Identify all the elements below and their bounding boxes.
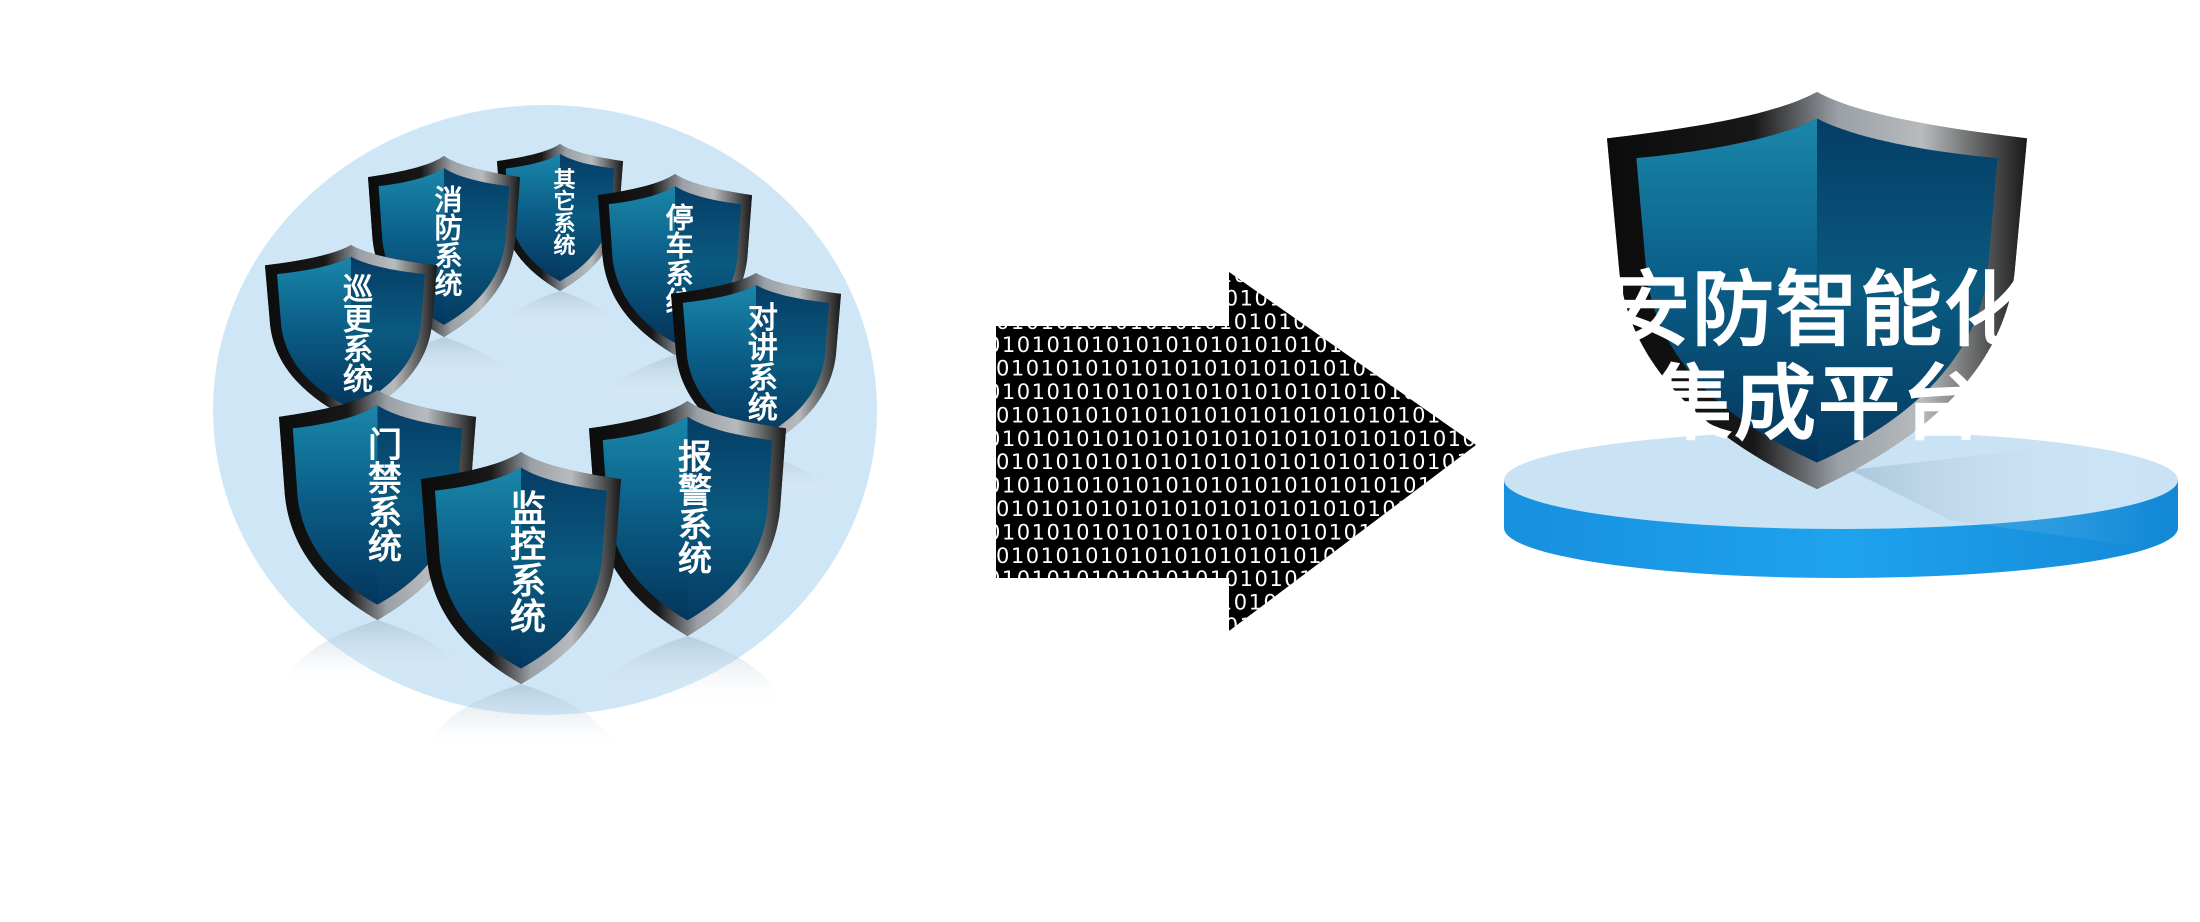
binary-row: 0101010101010101010101010101010101010101	[996, 450, 1590, 474]
platform-title-line2: 集成平台	[1649, 356, 1986, 452]
shield-label-alarm: 报警系统	[671, 439, 711, 575]
binary-row: 0101010101010101010101010101010101010101	[987, 380, 1581, 404]
binary-row: 0101010101010101010101010101010101010101	[996, 263, 1590, 287]
binary-row: 0101010101010101010101010101010101010101	[987, 520, 1581, 544]
shield-access: 门禁系统	[279, 390, 476, 620]
binary-row: 0101010101010101010101010101010101010101	[987, 661, 1581, 685]
binary-row: 0101010101010101010101010101010101010101	[987, 474, 1581, 498]
shield-label-fire: 消防系统	[431, 185, 464, 297]
shield-other: 其它系统	[497, 144, 623, 291]
binary-row: 0101010101010101010101010101010101010101	[987, 754, 1581, 778]
binary-row: 0101010101010101010101010101010101010101	[987, 333, 1581, 357]
shield-label-monitor: 监控系统	[504, 489, 546, 633]
shield-fire: 消防系统	[368, 156, 520, 337]
binary-row: 0101010101010101010101010101010101010101	[987, 427, 1581, 451]
binary-row: 0101010101010101010101010101010101010101	[996, 357, 1590, 381]
shield-intercom: 对讲系统	[671, 273, 841, 452]
shield-label-access: 门禁系统	[361, 427, 401, 563]
platform-title-line1: 安防智能化	[1608, 262, 2028, 358]
shield-alarm: 报警系统	[589, 401, 786, 636]
binary-row: 0101010101010101010101010101010101010101	[987, 708, 1581, 732]
binary-row: 0101010101010101010101010101010101010101	[987, 614, 1581, 638]
shield-label-other: 其它系统	[550, 168, 576, 256]
shield-label-patrol: 巡更系统	[337, 273, 373, 394]
binary-row: 0101010101010101010101010101010101010101	[987, 567, 1581, 591]
binary-row: 0101010101010101010101010101010101010101	[996, 497, 1590, 521]
binary-arrow-icon: 0101010101010101010101010101010101010101…	[987, 263, 1590, 778]
binary-row: 0101010101010101010101010101010101010101	[996, 684, 1590, 708]
binary-row: 0101010101010101010101010101010101010101	[996, 637, 1590, 661]
binary-row: 0101010101010101010101010101010101010101	[996, 544, 1590, 568]
shield-label-intercom: 对讲系统	[742, 302, 778, 423]
shield-patrol: 巡更系统	[265, 245, 437, 420]
binary-row: 0101010101010101010101010101010101010101	[996, 310, 1590, 334]
shield-monitor: 监控系统	[421, 452, 621, 684]
binary-row: 0101010101010101010101010101010101010101	[987, 286, 1581, 310]
binary-row: 0101010101010101010101010101010101010101	[996, 591, 1590, 615]
binary-row: 0101010101010101010101010101010101010101	[996, 731, 1590, 755]
pedestal	[1504, 431, 2178, 578]
subsystems-group: 其它系统消防系统停车系统巡更系统对讲系统门禁系统报警系统监控系统	[213, 105, 877, 754]
integration-platform: 安防智能化 集成平台	[1504, 92, 2178, 578]
binary-row: 0101010101010101010101010101010101010101	[996, 403, 1590, 427]
